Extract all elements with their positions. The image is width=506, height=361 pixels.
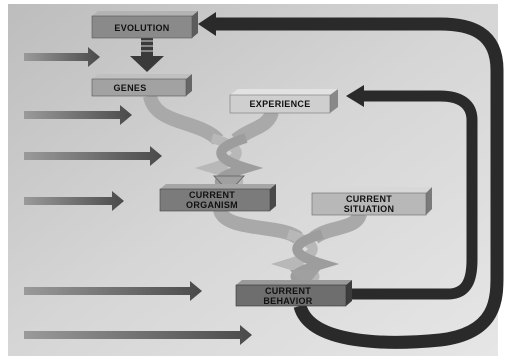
inflow-arrow [24,47,100,67]
left-inflow-arrows [24,47,252,345]
evolution-label: EVOLUTION [114,23,169,33]
current-organism-box: CURRENT ORGANISM [159,184,276,212]
genes-box: GENES [91,74,192,97]
evolution-to-genes-arrow [130,38,164,72]
current-behavior-box: CURRENT BEHAVIOR [235,280,352,307]
inflow-arrow [24,146,162,166]
experience-label: EXPERIENCE [249,99,310,109]
helix-organism-situation [270,229,340,289]
current-organism-label: CURRENT [189,190,235,200]
inflow-arrow [24,191,124,211]
current-situation-box: CURRENT SITUATION [311,187,432,216]
current-behavior-label: CURRENT [265,286,311,296]
inflow-arrow [24,105,132,125]
experience-box: EXPERIENCE [229,89,338,114]
feedback-arrow-to-experience [350,90,478,300]
arrowhead-to-experience [346,85,364,107]
evolution-box: EVOLUTION [91,11,198,39]
inflow-arrow [24,281,202,301]
current-situation-label-line2: SITUATION [344,204,395,214]
current-situation-label: CURRENT [346,194,392,204]
current-behavior-label-line2: BEHAVIOR [263,296,312,306]
arrowhead-to-evolution [198,12,216,36]
inflow-arrow [24,325,252,345]
feedback-arrow-to-evolution [212,17,504,349]
current-organism-label-line2: ORGANISM [186,200,238,210]
genes-label: GENES [113,83,146,93]
genes-flow [143,93,224,146]
